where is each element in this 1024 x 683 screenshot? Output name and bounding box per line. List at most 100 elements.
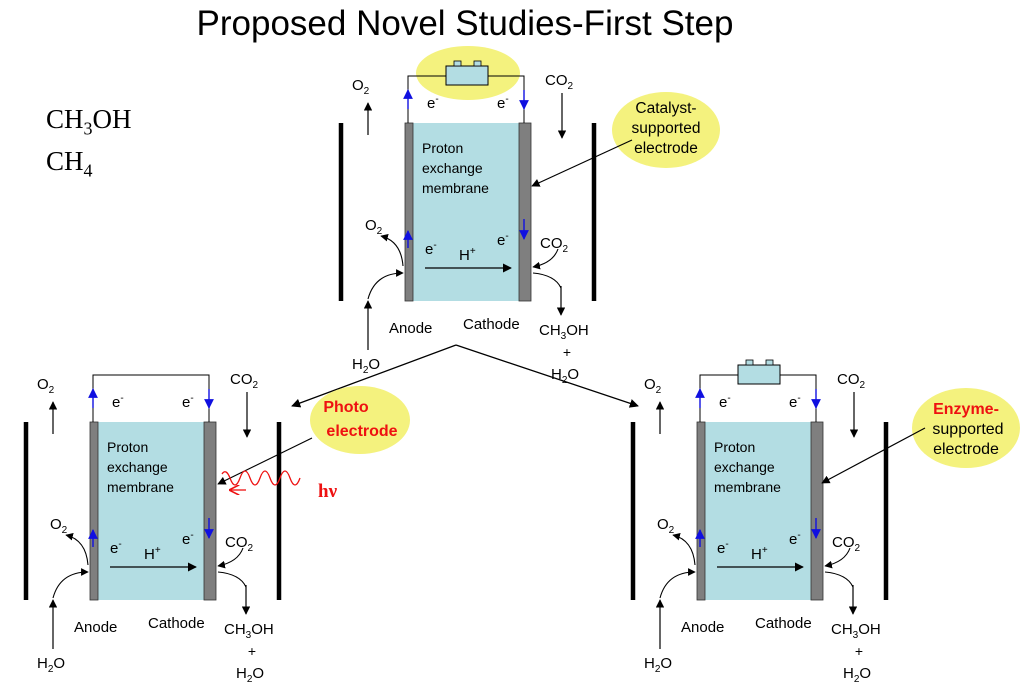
electron-label: e- xyxy=(789,393,801,411)
membrane-label: Proton xyxy=(422,140,463,156)
electron-label: e- xyxy=(425,240,437,258)
callout-enzyme-line2: supported xyxy=(932,421,1003,438)
water-arrow xyxy=(52,568,89,599)
anode-electrode xyxy=(696,421,706,601)
water-arrow xyxy=(659,568,696,599)
cathode-electrode xyxy=(203,421,217,601)
cathode-label: Cathode xyxy=(755,615,812,632)
carbon-dioxide-label: CO2 xyxy=(230,371,259,391)
oxygen-label: O2 xyxy=(50,516,68,536)
cathode-electrode xyxy=(518,122,532,302)
electron-label: e- xyxy=(789,530,801,548)
plus-label: + xyxy=(855,643,863,659)
membrane-label: exchange xyxy=(107,459,168,475)
water-arrow xyxy=(367,269,404,300)
page-title: Proposed Novel Studies-First Step xyxy=(196,4,734,43)
product-arrow xyxy=(217,571,247,588)
electron-label: e- xyxy=(182,393,194,411)
membrane-label: membrane xyxy=(714,479,781,495)
callout-photo-line1: Photo xyxy=(323,399,369,416)
carbon-dioxide-label: CO2 xyxy=(832,534,861,554)
oxygen-label: O2 xyxy=(352,77,370,97)
water-label: H2O xyxy=(843,665,871,683)
anode-label: Anode xyxy=(74,619,117,636)
plus-label: + xyxy=(563,344,571,360)
callout-catalyst-line2: supported xyxy=(632,120,701,137)
water-label: H2O xyxy=(352,356,380,376)
membrane-label: exchange xyxy=(714,459,775,475)
callout-enzyme-line1: Enzyme- xyxy=(933,401,999,418)
anode-label: Anode xyxy=(681,619,724,636)
membrane-label: Proton xyxy=(714,439,755,455)
anode-label: Anode xyxy=(389,320,432,337)
methanol-label: CH3OH xyxy=(831,621,881,641)
callout-bubble-catalyst xyxy=(612,92,720,168)
product-arrow xyxy=(824,571,854,588)
water-label: H2O xyxy=(551,366,579,386)
light-symbol: hν xyxy=(318,481,338,502)
membrane-label: Proton xyxy=(107,439,148,455)
battery-icon xyxy=(737,364,781,385)
callout-bubble-photo xyxy=(310,386,410,454)
membrane xyxy=(705,422,811,600)
fuel-cell-catalyst: e-e-Protonexchangemembranee-e-H+O2CO2O2C… xyxy=(338,60,597,386)
electron-label: e- xyxy=(719,393,731,411)
carbon-dioxide-label: CO2 xyxy=(225,534,254,554)
membrane-label: membrane xyxy=(422,180,489,196)
carbon-dioxide-label: CO2 xyxy=(837,371,866,391)
anode-electrode xyxy=(89,421,99,601)
product-arrow xyxy=(532,272,562,289)
membrane-label: exchange xyxy=(422,160,483,176)
oxygen-arrow xyxy=(380,233,404,267)
carbon-dioxide-arrow xyxy=(532,248,559,270)
methanol-label: CH3OH xyxy=(539,322,589,342)
cathode-label: Cathode xyxy=(463,316,520,333)
proton-label: H+ xyxy=(751,545,768,563)
oxygen-label: O2 xyxy=(657,516,675,536)
membrane xyxy=(413,123,519,301)
electron-label: e- xyxy=(427,94,439,112)
membrane-label: membrane xyxy=(107,479,174,495)
oxygen-arrow xyxy=(65,532,89,566)
electron-label: e- xyxy=(182,530,194,548)
battery-terminal-icon xyxy=(765,359,774,366)
methanol-label: CH3OH xyxy=(224,621,274,641)
cathode-label: Cathode xyxy=(148,615,205,632)
cathode-electrode xyxy=(810,421,824,601)
electron-label: e- xyxy=(497,231,509,249)
callout-catalyst-line3: electrode xyxy=(634,140,698,157)
proton-label: H+ xyxy=(459,246,476,264)
oxygen-arrow xyxy=(672,532,696,566)
oxygen-label: O2 xyxy=(365,217,383,237)
light-wave: hν xyxy=(221,470,338,502)
membrane xyxy=(98,422,204,600)
oxygen-label: O2 xyxy=(644,376,662,396)
formula-methanol: CH3OH xyxy=(46,104,132,139)
battery-terminal-icon xyxy=(453,60,462,67)
electron-label: e- xyxy=(497,94,509,112)
fuel-cell-enzyme: e-e-Protonexchangemembranee-e-H+O2CO2O2C… xyxy=(630,359,889,683)
carbon-dioxide-label: CO2 xyxy=(540,235,569,255)
electron-label: e- xyxy=(112,393,124,411)
proton-label: H+ xyxy=(144,545,161,563)
battery-icon xyxy=(445,65,489,86)
callout-catalyst: Catalyst- supported electrode xyxy=(531,100,701,187)
carbon-dioxide-label: CO2 xyxy=(545,72,574,92)
oxygen-label: O2 xyxy=(37,376,55,396)
water-label: H2O xyxy=(37,655,65,675)
formula-methane: CH4 xyxy=(46,146,93,181)
callout-bubble-enzyme xyxy=(912,388,1020,468)
connector-arrows xyxy=(291,344,639,408)
battery-terminal-icon xyxy=(473,60,482,67)
electron-label: e- xyxy=(717,539,729,557)
callout-catalyst-line1: Catalyst- xyxy=(635,100,696,117)
callout-photo-line2: electrode xyxy=(326,423,397,440)
callout-enzyme-line3: electrode xyxy=(933,441,999,458)
anode-electrode xyxy=(404,122,414,302)
water-label: H2O xyxy=(236,665,264,683)
fuel-cell-photo: e-e-Protonexchangemembranee-e-H+O2CO2O2C… xyxy=(23,371,282,683)
plus-label: + xyxy=(248,643,256,659)
battery-terminal-icon xyxy=(745,359,754,366)
callout-enzyme: Enzyme- supported electrode xyxy=(821,401,1004,484)
